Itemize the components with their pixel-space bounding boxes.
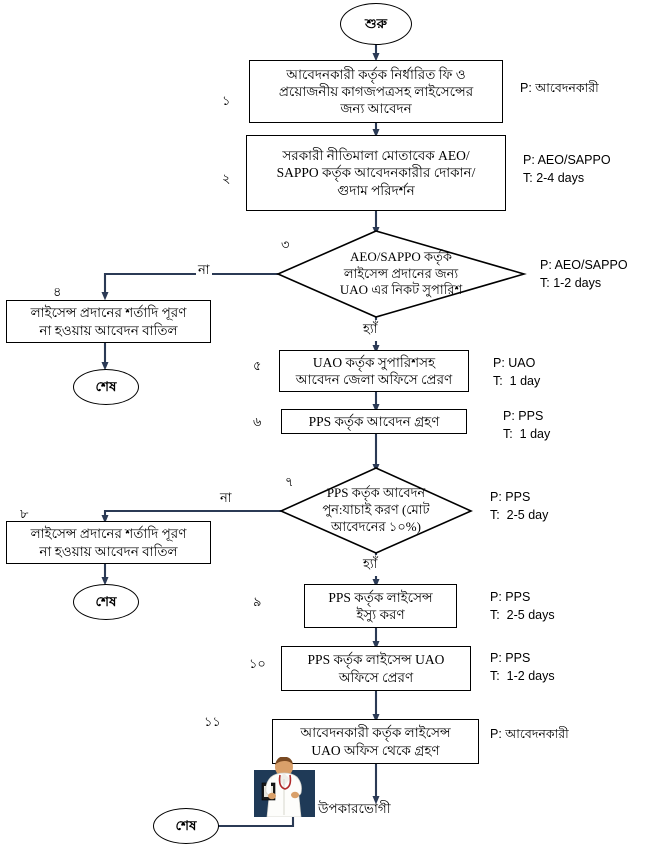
node-decision-3-line-2: লাইসেন্স প্রদানের জন্য — [343, 265, 459, 281]
node-decision-7-line-2: পুন:যাচাই করণ (মোট — [322, 502, 430, 518]
node-step-10-line-1: PPS কর্তৃক লাইসেন্স UAO — [307, 652, 445, 668]
node-decision-7[interactable]: PPS কর্তৃক আবেদন পুন:যাচাই করণ (মোট আবেদ… — [281, 468, 471, 553]
node-decision-7-line-1: PPS কর্তৃক আবেদন — [326, 485, 426, 501]
node-step-10-line-2: অফিসে প্রেরণ — [338, 669, 414, 685]
node-step-9-line-2: ইস্যু করণ — [356, 607, 405, 622]
node-step-5-line-2: আবেদন জেলা অফিসে প্রেরণ — [295, 372, 453, 387]
step-number-7: ৭ — [285, 474, 294, 489]
edge-label-3-yes: হ্যাঁ — [361, 320, 380, 341]
node-step-8-line-1: লাইসেন্স প্রদানের শর্তাদি পূরণ — [30, 526, 187, 542]
step-number-3: ৩ — [281, 237, 290, 252]
node-step-2-line-1: সরকারী নীতিমালা মোতাবেক AEO/ — [282, 148, 470, 164]
node-step-1[interactable]: আবেদনকারী কর্তৃক নির্ধারিত ফি ও প্রয়োজন… — [249, 60, 503, 123]
step-number-9: ৯ — [253, 594, 262, 609]
node-step-6[interactable]: PPS কর্তৃক আবেদন গ্রহণ — [281, 409, 467, 434]
node-end-1[interactable]: শেষ — [73, 369, 139, 405]
node-decision-3-line-3: UAO এর নিকট সুপারিশ — [339, 282, 463, 298]
node-end-2[interactable]: শেষ — [73, 584, 139, 620]
node-step-8[interactable]: লাইসেন্স প্রদানের শর্তাদি পূরণ না হওয়ায… — [6, 521, 211, 564]
node-step-11-line-1: আবেদনকারী কর্তৃক লাইসেন্স — [300, 725, 451, 741]
side-note-10: P: PPS T: 1-2 days — [490, 651, 555, 683]
node-step-2-line-3: গুদাম পরিদর্শন — [337, 182, 415, 198]
side-note-11: P: আবেদনকারী — [490, 727, 569, 741]
side-note-2: P: AEO/SAPPO T: 2-4 days — [523, 153, 611, 185]
node-step-10[interactable]: PPS কর্তৃক লাইসেন্স UAO অফিসে প্রেরণ — [281, 646, 471, 691]
node-step-2-line-2: SAPPO কর্তৃক আবেদনকারীর দোকান/ — [276, 165, 476, 181]
step-number-6: ৬ — [253, 414, 262, 429]
node-end-1-label: শেষ — [95, 378, 117, 394]
node-start[interactable]: শুরু — [340, 3, 412, 45]
node-step-4-line-2: না হওয়ায় আবেদন বাতিল — [39, 322, 178, 338]
node-step-4-line-1: লাইসেন্স প্রদানের শর্তাদি পূরণ — [30, 305, 187, 321]
edge-label-7-yes: হ্যাঁ — [361, 555, 380, 576]
node-step-11[interactable]: আবেদনকারী কর্তৃক লাইসেন্স UAO অফিস থেকে … — [272, 719, 479, 764]
node-end-3[interactable]: শেষ — [153, 808, 219, 844]
side-note-9: P: PPS T: 2-5 days — [490, 590, 555, 622]
node-decision-3-label: AEO/SAPPO কর্তৃক লাইসেন্স প্রদানের জন্য … — [278, 231, 524, 317]
edge-label-7-no: না — [218, 489, 234, 510]
node-decision-3-line-1: AEO/SAPPO কর্তৃক — [350, 248, 452, 264]
node-end-3-label: শেষ — [175, 817, 197, 833]
node-step-9[interactable]: PPS কর্তৃক লাইসেন্স ইস্যু করণ — [304, 584, 457, 628]
edge-label-3-no: না — [196, 261, 212, 282]
node-step-6-line-1: PPS কর্তৃক আবেদন গ্রহণ — [308, 413, 440, 429]
node-step-11-line-2: UAO অফিস থেকে গ্রহণ — [311, 742, 440, 758]
node-decision-3[interactable]: AEO/SAPPO কর্তৃক লাইসেন্স প্রদানের জন্য … — [278, 231, 524, 317]
step-number-4: ৪ — [53, 284, 62, 299]
node-step-1-line-3: জন্য আবেদন — [340, 101, 412, 117]
beneficiary-caption: উপকারভোগী — [318, 801, 391, 816]
side-note-3: P: AEO/SAPPO T: 1-2 days — [540, 258, 628, 290]
step-number-1: ১ — [222, 93, 231, 108]
node-step-1-line-1: আবেদনকারী কর্তৃক নির্ধারিত ফি ও — [286, 66, 466, 82]
step-number-8: ৮ — [20, 506, 29, 521]
side-note-6: P: PPS T: 1 day — [503, 409, 551, 441]
node-step-8-line-2: না হওয়ায় আবেদন বাতিল — [39, 543, 178, 559]
step-number-11: ১১ — [204, 714, 221, 729]
node-step-5-line-1: UAO কর্তৃক সুপারিশসহ — [312, 354, 436, 370]
node-decision-7-line-3: আবেদনের ১০%) — [331, 518, 421, 534]
node-decision-7-label: PPS কর্তৃক আবেদন পুন:যাচাই করণ (মোট আবেদ… — [281, 468, 471, 553]
node-start-label: শুরু — [365, 15, 387, 31]
side-note-5: P: UAO T: 1 day — [493, 356, 541, 388]
node-step-2[interactable]: সরকারী নীতিমালা মোতাবেক AEO/ SAPPO কর্তৃ… — [246, 135, 506, 211]
step-number-2: ২ — [222, 171, 231, 186]
step-number-5: ৫ — [253, 358, 262, 373]
side-note-1: P: আবেদনকারী — [520, 81, 599, 95]
beneficiary-person-icon — [252, 756, 317, 818]
node-step-5[interactable]: UAO কর্তৃক সুপারিশসহ আবেদন জেলা অফিসে প্… — [279, 350, 469, 392]
side-note-7: P: PPS T: 2-5 day — [490, 490, 549, 522]
node-step-4[interactable]: লাইসেন্স প্রদানের শর্তাদি পূরণ না হওয়ায… — [6, 300, 211, 343]
node-step-9-line-1: PPS কর্তৃক লাইসেন্স — [328, 589, 433, 605]
node-end-2-label: শেষ — [95, 593, 117, 609]
node-step-1-line-2: প্রয়োজনীয় কাগজপত্রসহ লাইসেন্সের — [278, 83, 474, 99]
step-number-10: ১০ — [249, 656, 266, 671]
